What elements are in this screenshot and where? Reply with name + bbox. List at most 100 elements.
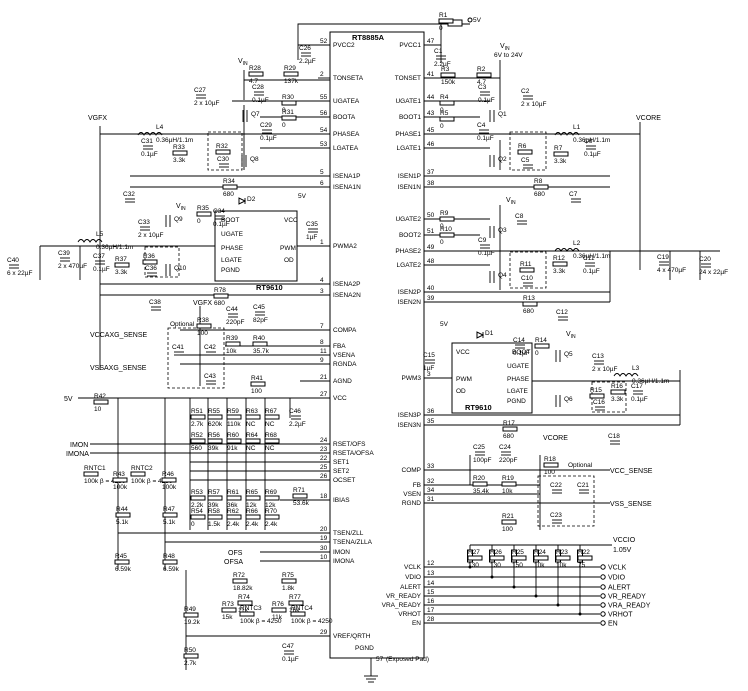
compensation-a [167,306,330,389]
pvcc-supply [297,17,473,63]
resistor-body [245,438,261,444]
ic-right-pin-num: 46 [427,141,435,148]
component-id: R19 [502,475,514,482]
component-id: R23 [556,549,568,556]
resistor-body [522,301,538,307]
resistor-body [215,149,231,155]
component-q9: Q9 [165,215,183,227]
component-value: 110k [227,421,241,428]
ic-left-pin-name: RGNDA [333,361,357,368]
ic-left-pin-num: 2 [320,71,324,78]
component-value: 10k [534,562,545,569]
resistor-body [250,381,266,387]
rail-5v-drv-right: 5V [440,321,449,328]
component-id: R65 [246,489,258,496]
ic-right-pin-num: 32 [427,478,435,485]
component-id: R28 [249,65,261,72]
component-value: 2.7k [184,660,197,667]
component-c8: C8 [515,213,527,225]
component-value: 0.1µF [141,151,158,158]
component-value: 16k [289,607,300,614]
component-value: 130 [490,562,501,569]
component-c3: C30.1µF [478,84,495,104]
component-id: C11 [583,255,595,262]
resistor-body [502,426,518,432]
component-value: 3.3k [611,396,624,403]
ic-right-pin-num: 51 [427,228,435,235]
component-value: 100k [113,484,128,491]
resistor-body [207,438,223,444]
ic-left-pin-name: PWMA2 [333,243,357,250]
drv-left-ugate: UGATE [221,231,244,238]
ic-left-pin-num: 22 [320,455,328,462]
vin-range-label: 6V to 24V [494,52,523,59]
component-value: 3.3k [115,269,128,276]
ic-right-pin-num: 38 [427,180,435,187]
drv-right-vcc: VCC [456,349,470,356]
component-value: NC [265,421,275,428]
component-d2: D2 [238,196,256,205]
right-signal-label: ALERT [608,585,631,592]
ic-left-pin-name: RSETA/OFSA [333,450,374,457]
component-value: 5.1k [116,519,129,526]
component-value: 6.59k [163,566,180,573]
component-c7: C7 [569,191,581,203]
component-id: R26 [490,549,502,556]
right-signal-label: VRA_READY [608,603,651,610]
component-id: C2 [521,88,530,95]
ic-right-pin-name: ISEN2P [398,289,421,296]
component-d1: D1 [476,330,494,339]
phase-a-power-stage [99,70,330,370]
resistor-body [245,495,261,501]
component-value: 680 [503,433,514,440]
component-id: Q9 [174,216,183,223]
component-value: 35.4k [473,488,490,495]
right-signal-label: VCLK [608,565,627,572]
component-q5: Q5 [555,350,573,362]
drv-left-od: OD [284,257,294,264]
optional-label-comp-a: Optional [170,321,195,328]
rail-5v-top: 5V [473,17,482,24]
component-id: R16 [611,383,623,390]
ic-left-pin-name: COMPA [333,327,357,334]
component-id: C7 [569,191,578,198]
resistor-body [190,514,206,520]
driver-rt9610-right [451,342,533,414]
right-signal-terminal [600,584,606,590]
component-value: 0.1µF [478,250,495,257]
component-value: 53.6k [293,500,310,507]
inductor-coil [137,132,163,136]
drv-left-lgate: LGATE [221,257,242,264]
ic-right-pin-name: UGATE2 [395,216,421,223]
ic-right-pin-num: 47 [427,38,435,45]
right-signal-terminal [600,593,606,599]
resistor-body [553,151,569,157]
component-value: 82pF [253,317,268,324]
component-value: 12k [246,502,257,509]
component-value: 0 [440,107,444,114]
component-value: 0 [440,123,444,130]
component-id: Q2 [498,156,507,163]
component-id: R24 [534,549,546,556]
resistor-body [264,438,280,444]
component-value: 39k [208,445,219,452]
component-r4: R40 [439,94,455,114]
component-id: C36 [145,265,157,272]
component-id: C37 [93,253,105,260]
ic-left-pin-num: 7 [320,323,324,330]
